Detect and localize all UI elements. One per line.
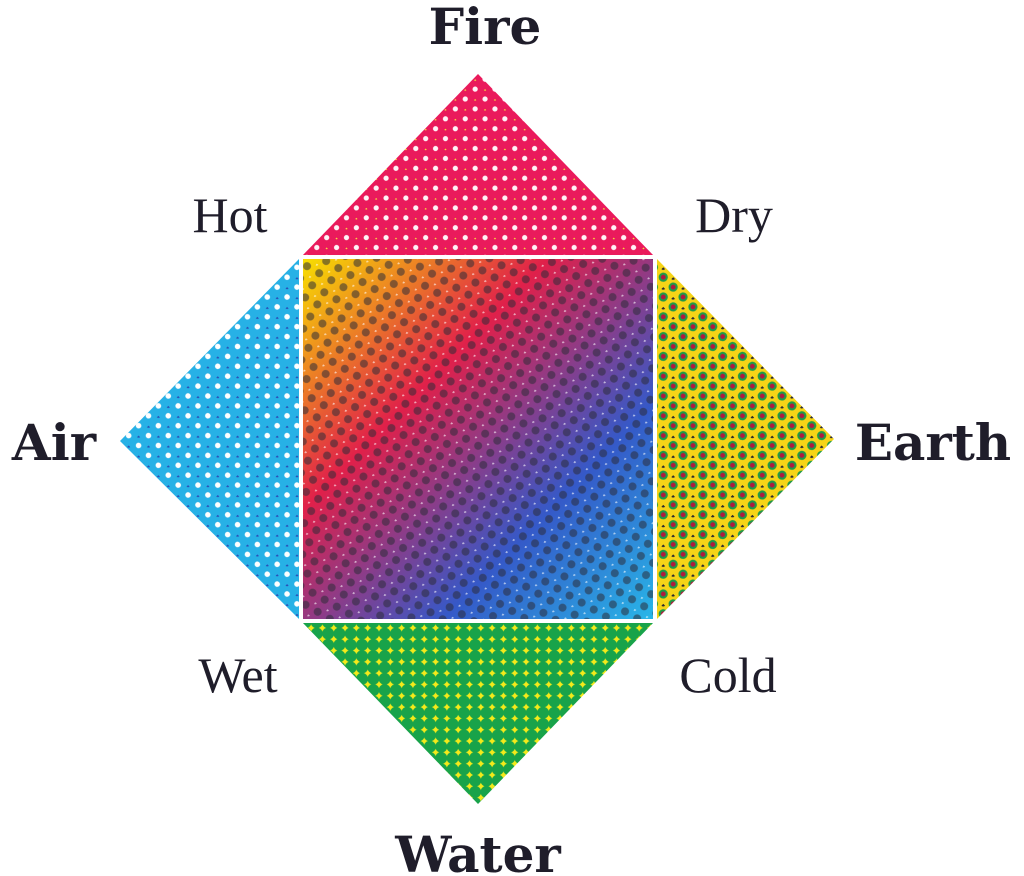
center-square-border — [299, 255, 657, 623]
label-dry: Dry — [695, 187, 773, 243]
center-square — [302, 258, 654, 620]
label-air: Air — [11, 413, 97, 472]
label-earth: Earth — [855, 413, 1011, 472]
label-hot: Hot — [193, 187, 268, 243]
label-cold: Cold — [679, 647, 776, 703]
air-region — [120, 258, 300, 620]
earth-region — [656, 258, 834, 620]
label-wet: Wet — [198, 647, 277, 703]
label-water: Water — [394, 825, 561, 876]
fire-region — [302, 74, 654, 256]
water-region — [302, 622, 654, 804]
label-fire: Fire — [429, 0, 542, 56]
